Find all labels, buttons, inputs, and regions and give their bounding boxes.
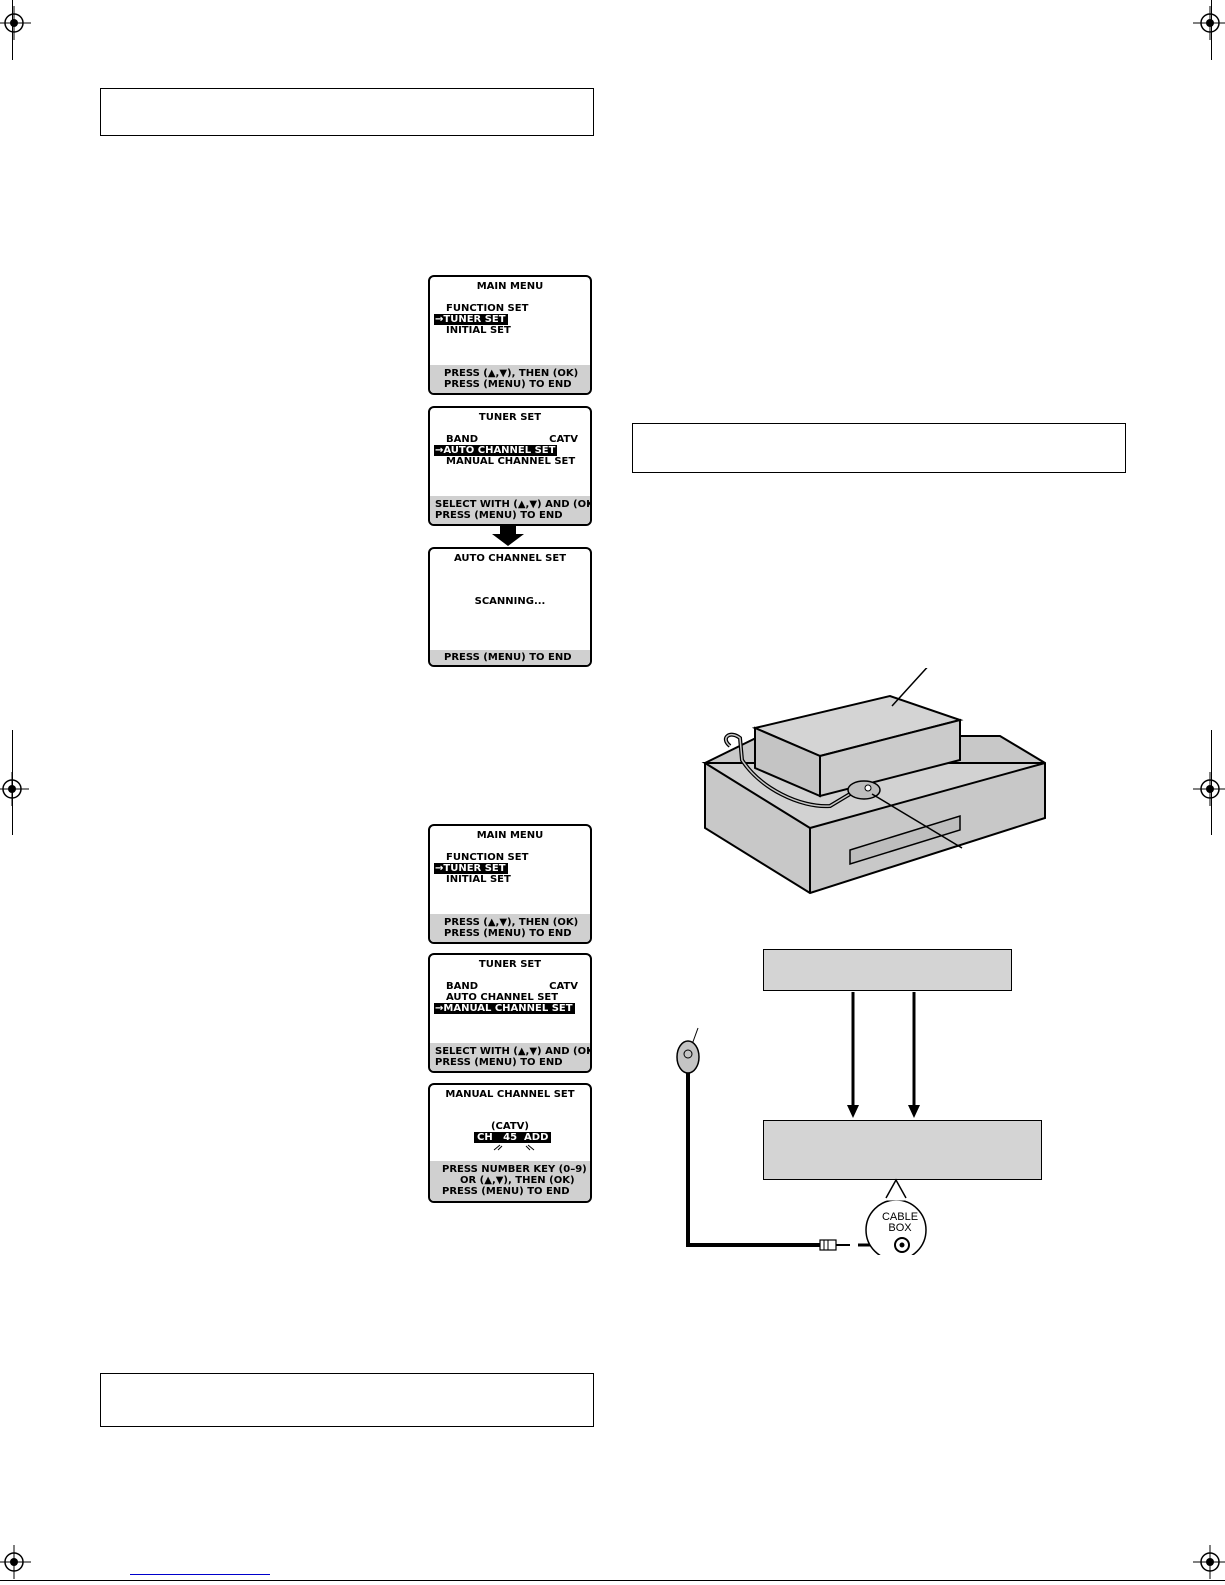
crop-line (1211, 730, 1212, 835)
band-label: BAND (446, 981, 479, 992)
screen-footer: PRESS (▲,▼), THEN (OK) PRESS (MENU) TO E… (430, 365, 590, 393)
menu-item-initial-set: INITIAL SET (446, 325, 511, 336)
band-indicator: (CATV) (490, 1121, 529, 1132)
footer-line: PRESS (MENU) TO END (435, 510, 563, 521)
screen-title: TUNER SET (478, 412, 542, 423)
down-arrow-icon (492, 526, 524, 546)
cable-box-jack-label: CABLE BOX (872, 1212, 928, 1234)
menu-item-auto-channel-set: →AUTO CHANNEL SET (434, 445, 558, 456)
band-value: CATV (549, 434, 578, 445)
screen-title: MAIN MENU (476, 830, 544, 841)
footer-line: SELECT WITH (▲,▼) AND (OK) (435, 1046, 592, 1057)
tuner-set-screen: TUNER SET BAND CATV AUTO CHANNEL SET →MA… (428, 953, 592, 1073)
crop-line (12, 0, 13, 60)
footer-line: PRESS (MENU) TO END (444, 652, 572, 663)
menu-item-manual-channel-set: MANUAL CHANNEL SET (446, 456, 576, 467)
footer-line: PRESS (▲,▼), THEN (OK) (444, 917, 579, 928)
footer-line: SELECT WITH (▲,▼) AND (OK) (435, 499, 592, 510)
diagram-box-top (763, 949, 1012, 991)
registration-mark-icon (0, 6, 31, 40)
footer-link-underline[interactable] (130, 1574, 270, 1575)
screen-title: MANUAL CHANNEL SET (445, 1089, 575, 1100)
footer-line: PRESS (MENU) TO END (435, 1057, 563, 1068)
menu-item-auto-channel-set: AUTO CHANNEL SET (446, 992, 559, 1003)
screen-footer: SELECT WITH (▲,▼) AND (OK) PRESS (MENU) … (430, 496, 590, 524)
auto-channel-set-screen: AUTO CHANNEL SET SCANNING... PRESS (MENU… (428, 547, 592, 667)
registration-mark-icon (1193, 772, 1225, 806)
menu-item-function-set: FUNCTION SET (446, 852, 529, 863)
screen-footer: PRESS (MENU) TO END (430, 650, 590, 665)
page-bottom-rule (0, 1580, 1225, 1581)
footer-line: PRESS (▲,▼), THEN (OK) (444, 368, 579, 379)
screen-title: AUTO CHANNEL SET (453, 553, 567, 564)
menu-item-manual-channel-set: →MANUAL CHANNEL SET (434, 1003, 575, 1014)
crop-line (1211, 0, 1212, 60)
cable-box-label-line1: CABLE (881, 1211, 919, 1223)
manual-channel-set-screen: MANUAL CHANNEL SET (CATV) CH 45 ADD PRES… (428, 1083, 592, 1203)
band-label: BAND (446, 434, 479, 445)
device-illustration (701, 668, 1046, 895)
section-heading-box (100, 88, 594, 136)
footer-line: PRESS (MENU) TO END (444, 379, 572, 390)
diagram-box-bottom (763, 1120, 1042, 1180)
footer-line: PRESS (MENU) TO END (442, 1186, 570, 1197)
footer-line: PRESS (MENU) TO END (444, 928, 572, 939)
blink-indicator-icon (493, 1144, 535, 1151)
screen-footer: PRESS NUMBER KEY (0–9) OR (▲,▼), THEN (O… (430, 1161, 590, 1201)
section-heading-box (100, 1373, 594, 1427)
connection-diagram (676, 992, 927, 1255)
registration-mark-icon (1193, 6, 1225, 40)
screen-footer: PRESS (▲,▼), THEN (OK) PRESS (MENU) TO E… (430, 914, 590, 942)
registration-mark-icon (0, 772, 29, 806)
tuner-set-screen: TUNER SET BAND CATV →AUTO CHANNEL SET MA… (428, 406, 592, 526)
band-value: CATV (549, 981, 578, 992)
screen-title: MAIN MENU (476, 281, 544, 292)
menu-item-initial-set: INITIAL SET (446, 874, 511, 885)
screen-footer: SELECT WITH (▲,▼) AND (OK) PRESS (MENU) … (430, 1043, 590, 1071)
registration-mark-icon (1193, 1545, 1225, 1579)
cable-box-label-line2: BOX (888, 1222, 912, 1234)
main-menu-screen: MAIN MENU FUNCTION SET →TUNER SET INITIA… (428, 824, 592, 944)
section-heading-box (632, 423, 1126, 473)
crop-line (12, 730, 13, 835)
registration-mark-icon (0, 1545, 31, 1579)
channel-readout: CH 45 ADD (474, 1132, 552, 1143)
main-menu-screen: MAIN MENU FUNCTION SET →TUNER SET INITIA… (428, 275, 592, 395)
menu-item-tuner-set: →TUNER SET (434, 314, 508, 325)
footer-line: OR (▲,▼), THEN (OK) (460, 1175, 575, 1186)
menu-item-function-set: FUNCTION SET (446, 303, 529, 314)
footer-line: PRESS NUMBER KEY (0–9) (442, 1164, 587, 1175)
scanning-status: SCANNING... (474, 596, 546, 607)
menu-item-tuner-set: →TUNER SET (434, 863, 508, 874)
screen-title: TUNER SET (478, 959, 542, 970)
